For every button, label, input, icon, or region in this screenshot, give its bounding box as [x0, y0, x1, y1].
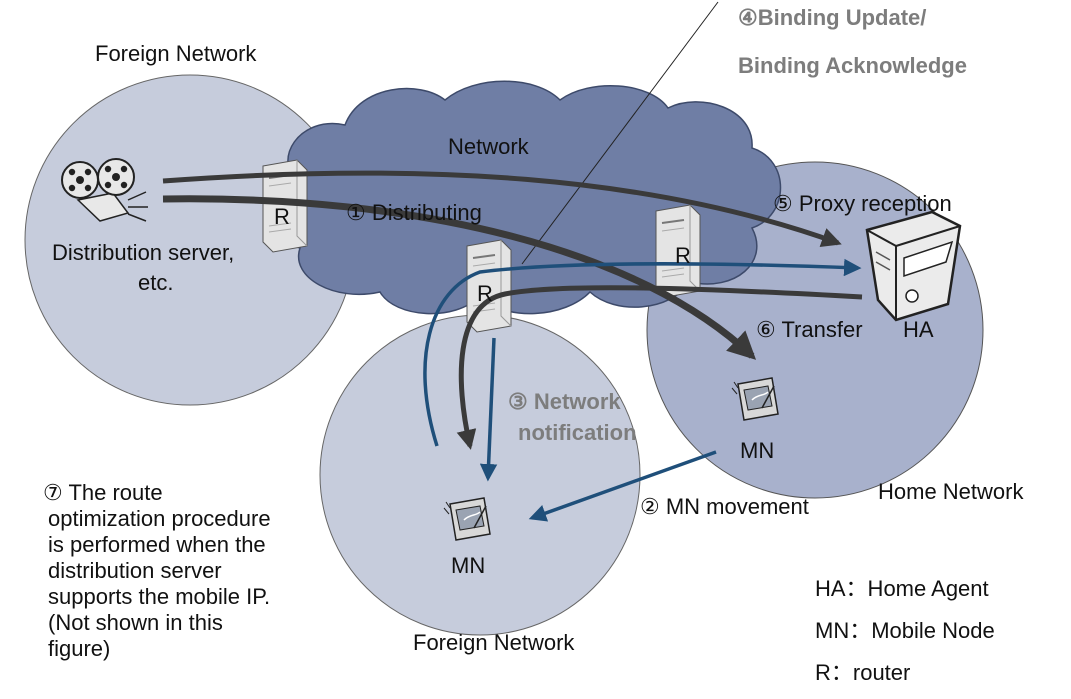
legend: HA：Home Agent MN：Mobile Node R：router	[815, 576, 995, 685]
step-5-proxy-reception: ⑤ Proxy reception	[773, 191, 952, 216]
step-7-line: ⑦ The route	[43, 480, 163, 505]
step-7-line: supports the mobile IP.	[48, 584, 270, 609]
home-agent-server-icon	[865, 210, 962, 322]
router-label: R	[675, 243, 691, 268]
step-7-line: (Not shown in this	[48, 610, 223, 635]
distributing-arrow-lower	[162, 195, 757, 360]
foreign-network-bottom-label: Foreign Network	[413, 630, 575, 655]
ha-label: HA	[903, 317, 934, 342]
router-label: R	[274, 204, 290, 229]
mn-label-home: MN	[740, 438, 774, 463]
pda-device-icon	[443, 497, 491, 541]
router-label: R	[477, 281, 493, 306]
legend-ha: HA：Home Agent	[815, 576, 989, 601]
foreign-network-bottom-circle	[319, 314, 641, 636]
mn-label-foreign: MN	[451, 553, 485, 578]
binding-update-arrow	[423, 258, 862, 447]
step-1-distributing: ① Distributing	[346, 200, 482, 225]
step-6-transfer: ⑥ Transfer	[756, 317, 863, 342]
binding-update-callout-line	[521, 1, 719, 265]
step-2-mn-movement: ② MN movement	[640, 494, 809, 519]
step-4-binding-update: ④Binding Update/	[738, 5, 926, 30]
step-7-note: ⑦ The route optimization procedure is pe…	[43, 480, 271, 661]
step-3-network-notification: ③ Network	[508, 389, 621, 414]
home-network-label: Home Network	[878, 479, 1024, 504]
network-cloud-label: Network	[448, 134, 530, 159]
legend-r: R：router	[815, 660, 910, 685]
router-tower-icon	[262, 159, 308, 253]
legend-mn: MN：Mobile Node	[815, 618, 995, 643]
step-7-line: figure)	[48, 636, 110, 661]
distributing-arrow-upper	[162, 170, 842, 247]
transfer-arrow	[456, 285, 863, 450]
step-7-line: is performed when the	[48, 532, 266, 557]
foreign-network-top-label: Foreign Network	[95, 41, 257, 66]
step-3-network-notification-2: notification	[518, 420, 637, 445]
film-reel-icon	[61, 158, 148, 222]
pda-device-icon	[731, 377, 779, 421]
step-4-binding-acknowledge: Binding Acknowledge	[738, 53, 967, 78]
distribution-server-label: Distribution server,	[52, 240, 234, 265]
distribution-server-label-etc: etc.	[138, 270, 173, 295]
mn-movement-arrow	[528, 450, 717, 522]
step-7-line: distribution server	[48, 558, 222, 583]
network-cloud	[270, 80, 782, 315]
step-7-line: optimization procedure	[48, 506, 271, 531]
network-notification-arrow	[479, 337, 498, 482]
